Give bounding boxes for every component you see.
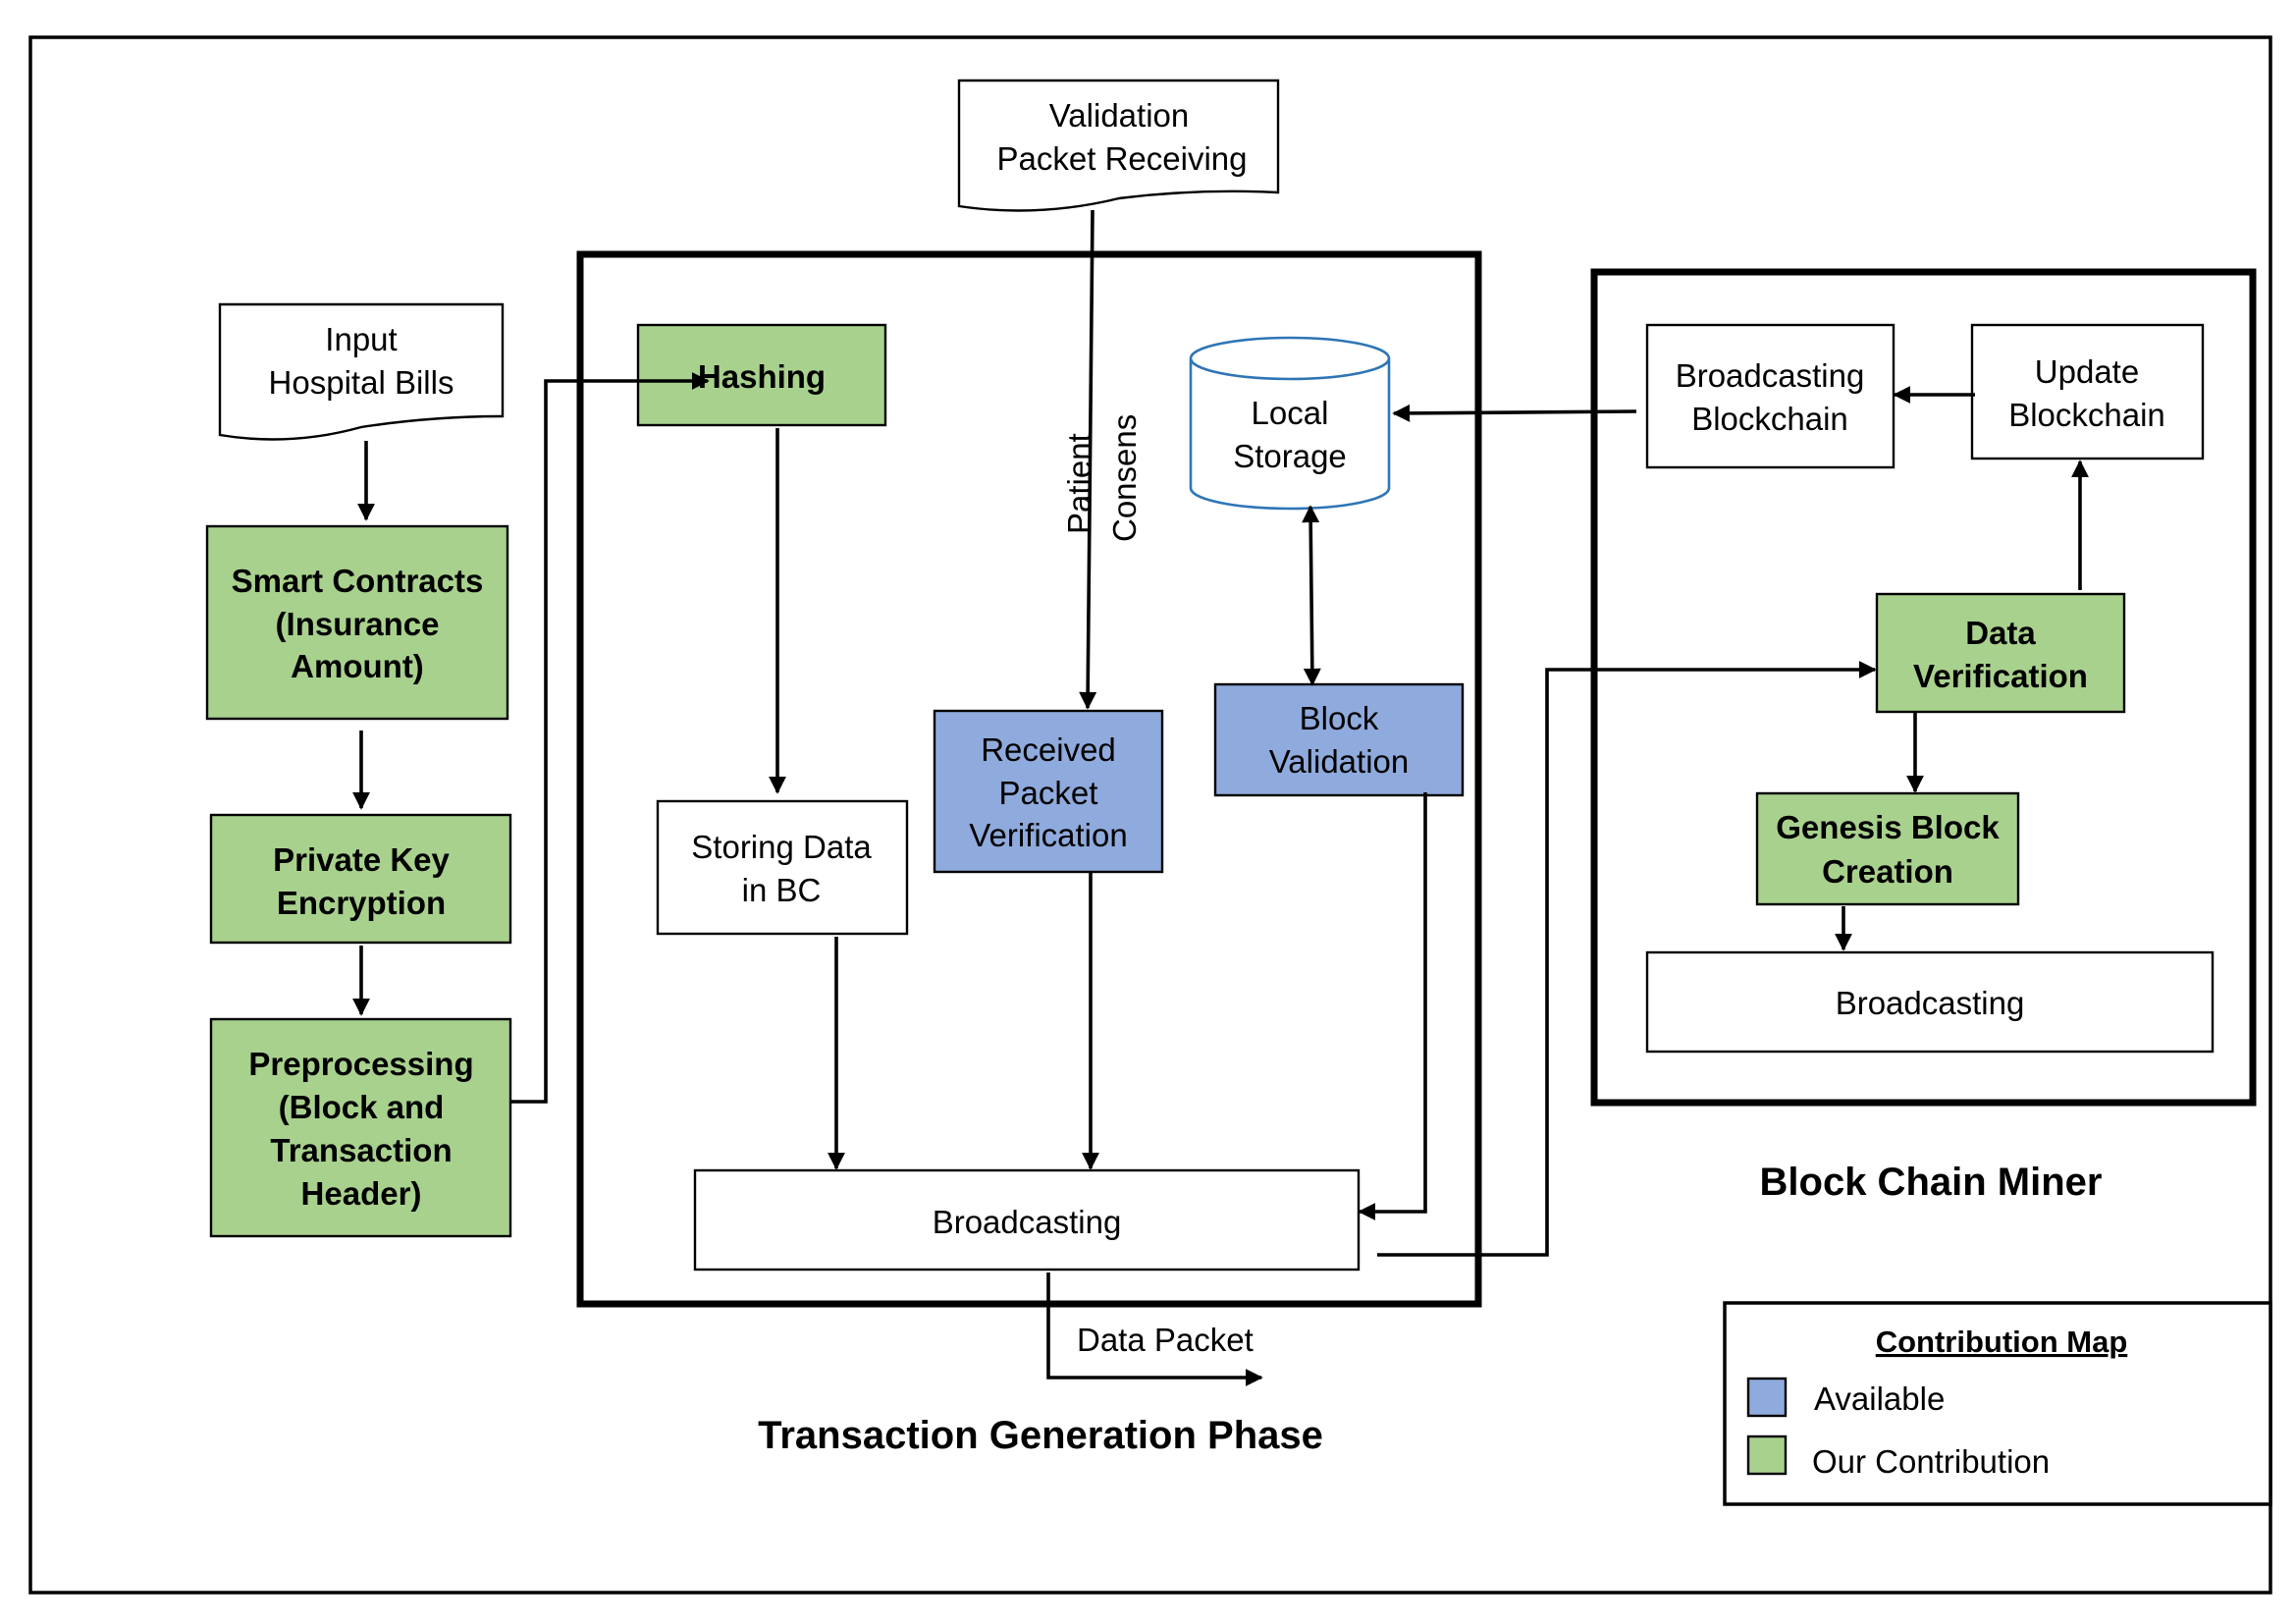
legend-label-our-contribution: Our Contribution bbox=[1812, 1443, 2050, 1480]
private-key-line-2: Encryption bbox=[277, 885, 446, 921]
block-validation-line-1: Block bbox=[1300, 700, 1379, 736]
legend-swatch-our-contribution bbox=[1746, 1435, 1788, 1476]
broadcasting-blockchain-node: Broadcasting Blockchain bbox=[1645, 323, 1896, 469]
update-blockchain-box bbox=[1970, 323, 2205, 460]
arrow-storage-validation bbox=[1302, 505, 1321, 686]
validation-label-line-2: Packet Receiving bbox=[997, 140, 1248, 177]
consens-label: Consens bbox=[1106, 414, 1143, 542]
miner-frame bbox=[1590, 268, 2257, 1107]
transaction-phase-frame bbox=[576, 250, 1482, 1308]
local-storage-cylinder bbox=[1189, 336, 1391, 511]
miner-title: Block Chain Miner bbox=[1760, 1161, 2103, 1204]
preprocessing-line-3: Transaction bbox=[270, 1132, 452, 1168]
validation-label-line-1: Validation bbox=[1049, 97, 1190, 134]
smart-contracts-line-1: Smart Contracts bbox=[232, 563, 484, 599]
input-label-line-1: Input bbox=[325, 321, 397, 357]
outer-border bbox=[28, 35, 2272, 1595]
smart-contracts-line-2: (Insurance bbox=[276, 606, 440, 642]
storing-data-line-1: Storing Data bbox=[691, 829, 872, 865]
broadcasting-box bbox=[693, 1168, 1361, 1272]
miner-broadcasting-node: Broadcasting bbox=[1645, 950, 2215, 1054]
validation-packet-receiving-node: Validation Packet Receiving bbox=[957, 79, 1280, 212]
local-storage-node: Local Storage bbox=[1189, 336, 1391, 511]
received-packet-line-3: Verification bbox=[969, 817, 1127, 853]
input-label-line-2: Hospital Bills bbox=[269, 364, 454, 401]
legend-title: Contribution Map bbox=[1876, 1325, 2128, 1359]
arrow-validation-to-received bbox=[1079, 209, 1097, 710]
patient-label: Patient bbox=[1061, 433, 1097, 534]
connectors bbox=[352, 209, 2089, 1386]
received-packet-box bbox=[933, 709, 1164, 874]
smart-contracts-node: Smart Contracts (Insurance Amount) bbox=[205, 524, 509, 721]
broadcasting-blockchain-box bbox=[1645, 323, 1896, 469]
broadcasting-label: Broadcasting bbox=[933, 1204, 1122, 1240]
transaction-phase-title: Transaction Generation Phase bbox=[758, 1414, 1323, 1457]
received-packet-line-2: Packet bbox=[999, 775, 1098, 811]
arrow-broadcasting-blockchain-to-storage bbox=[1392, 404, 1637, 422]
received-packet-line-1: Received bbox=[981, 731, 1116, 768]
arrow-preprocessing-to-hashing bbox=[510, 372, 710, 1104]
broadcasting-node: Broadcasting bbox=[693, 1168, 1361, 1272]
contribution-map-legend: Contribution Map Available Our Contribut… bbox=[1723, 1301, 2272, 1506]
hashing-label: Hashing bbox=[698, 358, 826, 395]
arrow-broadcasting-to-data-verification bbox=[1377, 661, 1877, 1257]
hashing-box bbox=[636, 323, 887, 427]
private-key-line-1: Private Key bbox=[273, 841, 450, 878]
genesis-block-line-1: Genesis Block bbox=[1776, 809, 2000, 845]
block-validation-line-2: Validation bbox=[1269, 743, 1410, 780]
storing-data-node: Storing Data in BC bbox=[656, 799, 909, 936]
input-hospital-bills-node: Input Hospital Bills bbox=[218, 302, 505, 441]
genesis-block-node: Genesis Block Creation bbox=[1755, 791, 2020, 906]
smart-contracts-line-3: Amount) bbox=[291, 648, 424, 684]
update-blockchain-line-1: Update bbox=[2035, 353, 2139, 390]
data-packet-label: Data Packet bbox=[1077, 1322, 1254, 1358]
private-key-encryption-node: Private Key Encryption bbox=[209, 813, 512, 945]
block-validation-node: Block Validation bbox=[1213, 682, 1465, 797]
storing-data-box bbox=[656, 799, 909, 936]
block-validation-box bbox=[1213, 682, 1465, 797]
broadcasting-blockchain-line-1: Broadcasting bbox=[1676, 357, 1865, 394]
hashing-node: Hashing bbox=[636, 323, 887, 427]
broadcasting-blockchain-line-2: Blockchain bbox=[1691, 401, 1848, 437]
update-blockchain-line-2: Blockchain bbox=[2008, 397, 2165, 433]
local-storage-line-2: Storage bbox=[1233, 438, 1347, 474]
genesis-block-box bbox=[1755, 791, 2020, 906]
update-blockchain-node: Update Blockchain bbox=[1970, 323, 2205, 460]
genesis-block-line-2: Creation bbox=[1822, 853, 1953, 890]
legend-swatch-available bbox=[1746, 1377, 1788, 1418]
preprocessing-node: Preprocessing (Block and Transaction Hea… bbox=[209, 1017, 512, 1238]
preprocessing-line-4: Header) bbox=[301, 1175, 422, 1212]
preprocessing-line-2: (Block and bbox=[279, 1089, 445, 1125]
legend-box bbox=[1723, 1301, 2272, 1506]
data-verification-node: Data Verification bbox=[1875, 592, 2126, 714]
received-packet-verification-node: Received Packet Verification bbox=[933, 709, 1164, 874]
private-key-box bbox=[209, 813, 512, 945]
miner-broadcasting-box bbox=[1645, 950, 2215, 1054]
data-verification-box bbox=[1875, 592, 2126, 714]
legend-label-available: Available bbox=[1814, 1380, 1945, 1417]
miner-broadcasting-label: Broadcasting bbox=[1836, 985, 2025, 1021]
data-verification-line-2: Verification bbox=[1913, 658, 2088, 694]
arrow-validation-to-broadcasting bbox=[1358, 792, 1427, 1220]
data-verification-line-1: Data bbox=[1965, 615, 2036, 651]
local-storage-line-1: Local bbox=[1252, 395, 1329, 431]
arrow-data-packet-out bbox=[1046, 1272, 1263, 1386]
smart-contracts-box bbox=[205, 524, 509, 721]
preprocessing-line-1: Preprocessing bbox=[248, 1046, 473, 1082]
preprocessing-box bbox=[209, 1017, 512, 1238]
storing-data-line-2: in BC bbox=[742, 872, 822, 908]
